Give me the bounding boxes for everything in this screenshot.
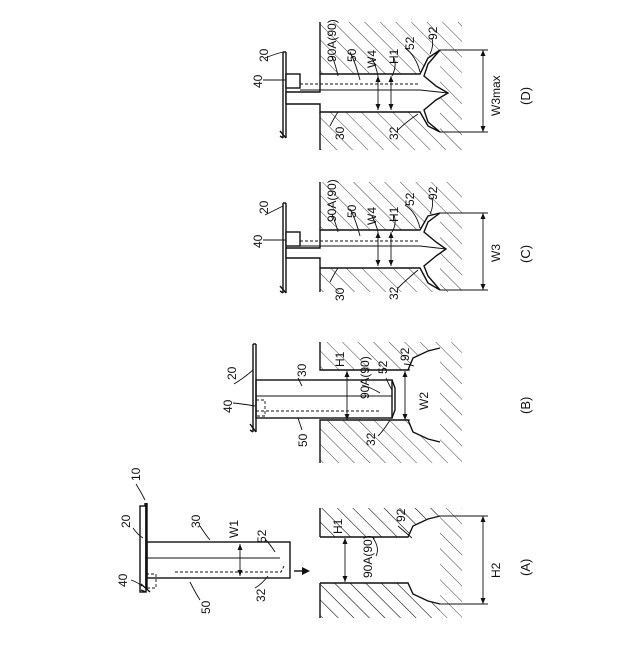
ref-32: 32 xyxy=(254,588,268,602)
panel-a-arrow-head xyxy=(302,567,310,575)
dim-w3: W3 xyxy=(489,244,503,262)
panel-label-d: (D) xyxy=(518,87,533,105)
dim-h1: H1 xyxy=(387,48,401,64)
ref-52: 52 xyxy=(403,36,417,50)
ref-32: 32 xyxy=(387,126,401,140)
ref-30: 30 xyxy=(333,126,347,140)
ref-52: 52 xyxy=(403,192,417,206)
dim-w4: W4 xyxy=(365,50,379,68)
panel-label-c: (C) xyxy=(518,245,533,263)
panel-c: 20 40 90A(90) 50 W4 H1 52 92 W3 30 32 (C… xyxy=(251,179,533,301)
ref-90a: 90A(90) xyxy=(325,19,339,62)
panel-b: 20 30 40 50 H1 90A(90) 52 92 W2 32 (B) xyxy=(221,342,533,463)
ref-30: 30 xyxy=(295,363,309,377)
ref-50: 50 xyxy=(296,433,310,447)
ref-50: 50 xyxy=(345,48,359,62)
dim-w1: W1 xyxy=(227,520,241,538)
ref-32: 32 xyxy=(364,432,378,446)
ref-90a: 90A(90) xyxy=(325,179,339,222)
panel-label-b: (B) xyxy=(518,397,533,414)
dim-w4: W4 xyxy=(365,207,379,225)
ref-20: 20 xyxy=(119,514,133,528)
ref-92: 92 xyxy=(394,508,408,522)
dim-h1: H1 xyxy=(333,351,347,367)
ref-92: 92 xyxy=(426,186,440,200)
dim-h2: H2 xyxy=(489,562,503,578)
ref-40: 40 xyxy=(116,573,130,587)
ref-50: 50 xyxy=(345,204,359,218)
panel-d: 20 40 90A(90) 50 W4 H1 52 92 W3max 30 32… xyxy=(251,19,533,150)
dim-w3max: W3max xyxy=(489,75,503,116)
ref-30: 30 xyxy=(189,514,203,528)
dim-w2: W2 xyxy=(417,392,431,410)
ref-20: 20 xyxy=(225,366,239,380)
ref-10: 10 xyxy=(129,467,143,481)
ref-40: 40 xyxy=(221,399,235,413)
ref-92: 92 xyxy=(426,26,440,40)
ref-30: 30 xyxy=(333,287,347,301)
ref-90a: 90A(90) xyxy=(358,356,372,399)
ref-20: 20 xyxy=(257,200,271,214)
panel-d-40 xyxy=(286,74,300,88)
ref-20: 20 xyxy=(257,48,271,62)
dim-h1: H1 xyxy=(387,206,401,222)
panel-a-body xyxy=(147,542,290,578)
panel-label-a: (A) xyxy=(518,559,533,576)
panel-c-40 xyxy=(286,232,300,246)
ref-92: 92 xyxy=(398,347,412,361)
ref-52: 52 xyxy=(255,529,269,543)
ref-52: 52 xyxy=(376,360,390,374)
panel-a: 10 20 30 40 50 52 32 W1 H1 90A(90) 92 H2… xyxy=(116,467,533,618)
ref-40: 40 xyxy=(251,74,265,88)
ref-32: 32 xyxy=(387,286,401,300)
ref-50: 50 xyxy=(199,600,213,614)
ref-40: 40 xyxy=(251,234,265,248)
ref-90a: 90A(90) xyxy=(361,535,375,578)
dim-h1: H1 xyxy=(331,518,345,534)
